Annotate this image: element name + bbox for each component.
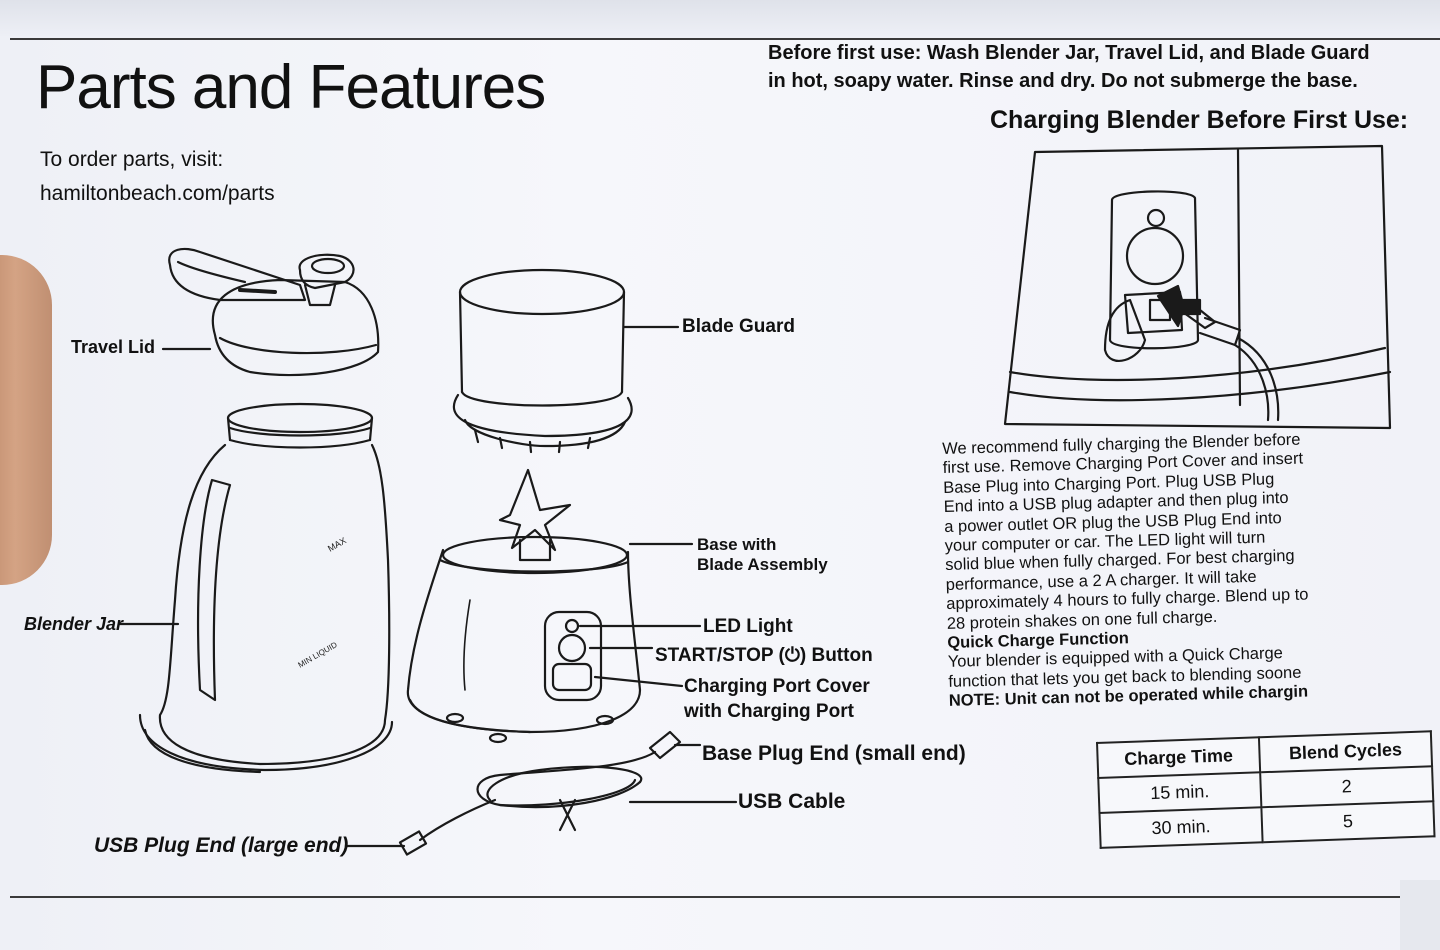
jar-max-mark: MAX bbox=[326, 535, 348, 553]
blender-jar-drawing: MAX MIN LIQUID bbox=[138, 402, 394, 774]
before-first-use-line2: in hot, soapy water. Rinse and dry. Do n… bbox=[768, 70, 1358, 92]
page-title: Parts and Features bbox=[36, 53, 546, 122]
sheet-top-edge bbox=[0, 0, 1440, 38]
label-usb-cable: USB Cable bbox=[738, 790, 846, 813]
before-first-use-line1: Before first use: Wash Blender Jar, Trav… bbox=[768, 42, 1370, 64]
label-port-cover-line2: with Charging Port bbox=[684, 701, 854, 722]
order-parts-text: To order parts, visit: bbox=[40, 148, 224, 171]
charging-instructions: We recommend fully charging the Blender … bbox=[942, 427, 1440, 712]
top-rule bbox=[10, 38, 1440, 40]
label-blade-guard: Blade Guard bbox=[682, 316, 795, 337]
label-base-line1: Base with bbox=[697, 535, 777, 554]
charge-table: Charge Time Blend Cycles 15 min. 2 30 mi… bbox=[1096, 730, 1436, 849]
port-cover-leader bbox=[593, 675, 684, 688]
table-cell: 30 min. bbox=[1099, 807, 1263, 848]
travel-lid-drawing bbox=[168, 247, 380, 377]
table-cell: 2 bbox=[1260, 766, 1434, 808]
table-header-blend-cycles: Blend Cycles bbox=[1258, 731, 1433, 773]
table-header-charge-time: Charge Time bbox=[1097, 737, 1261, 778]
bottom-rule bbox=[10, 896, 1430, 898]
base-drawing bbox=[406, 468, 642, 744]
label-travel-lid: Travel Lid bbox=[71, 337, 156, 357]
label-base-line2: Blade Assembly bbox=[697, 555, 828, 574]
table-cell: 15 min. bbox=[1098, 772, 1262, 813]
blade-guard-drawing bbox=[452, 268, 633, 454]
label-usb-plug-end: USB Plug End (large end) bbox=[94, 834, 349, 857]
next-page-corner bbox=[1400, 880, 1440, 950]
label-led-light: LED Light bbox=[703, 616, 793, 637]
usb-cable-drawing bbox=[398, 730, 682, 856]
charging-heading: Charging Blender Before First Use: bbox=[990, 106, 1409, 134]
label-base-plug-end: Base Plug End (small end) bbox=[702, 742, 966, 765]
label-blender-jar: Blender Jar bbox=[24, 614, 124, 634]
charging-illustration bbox=[1003, 144, 1392, 430]
order-parts-url: hamiltonbeach.com/parts bbox=[40, 182, 275, 205]
jar-min-liquid-mark: MIN LIQUID bbox=[297, 640, 339, 670]
label-start-stop: START/STOP (⏻) Button bbox=[655, 645, 873, 666]
table-cell: 5 bbox=[1261, 801, 1435, 843]
label-port-cover-line1: Charging Port Cover bbox=[684, 676, 870, 697]
thumb bbox=[0, 255, 52, 585]
